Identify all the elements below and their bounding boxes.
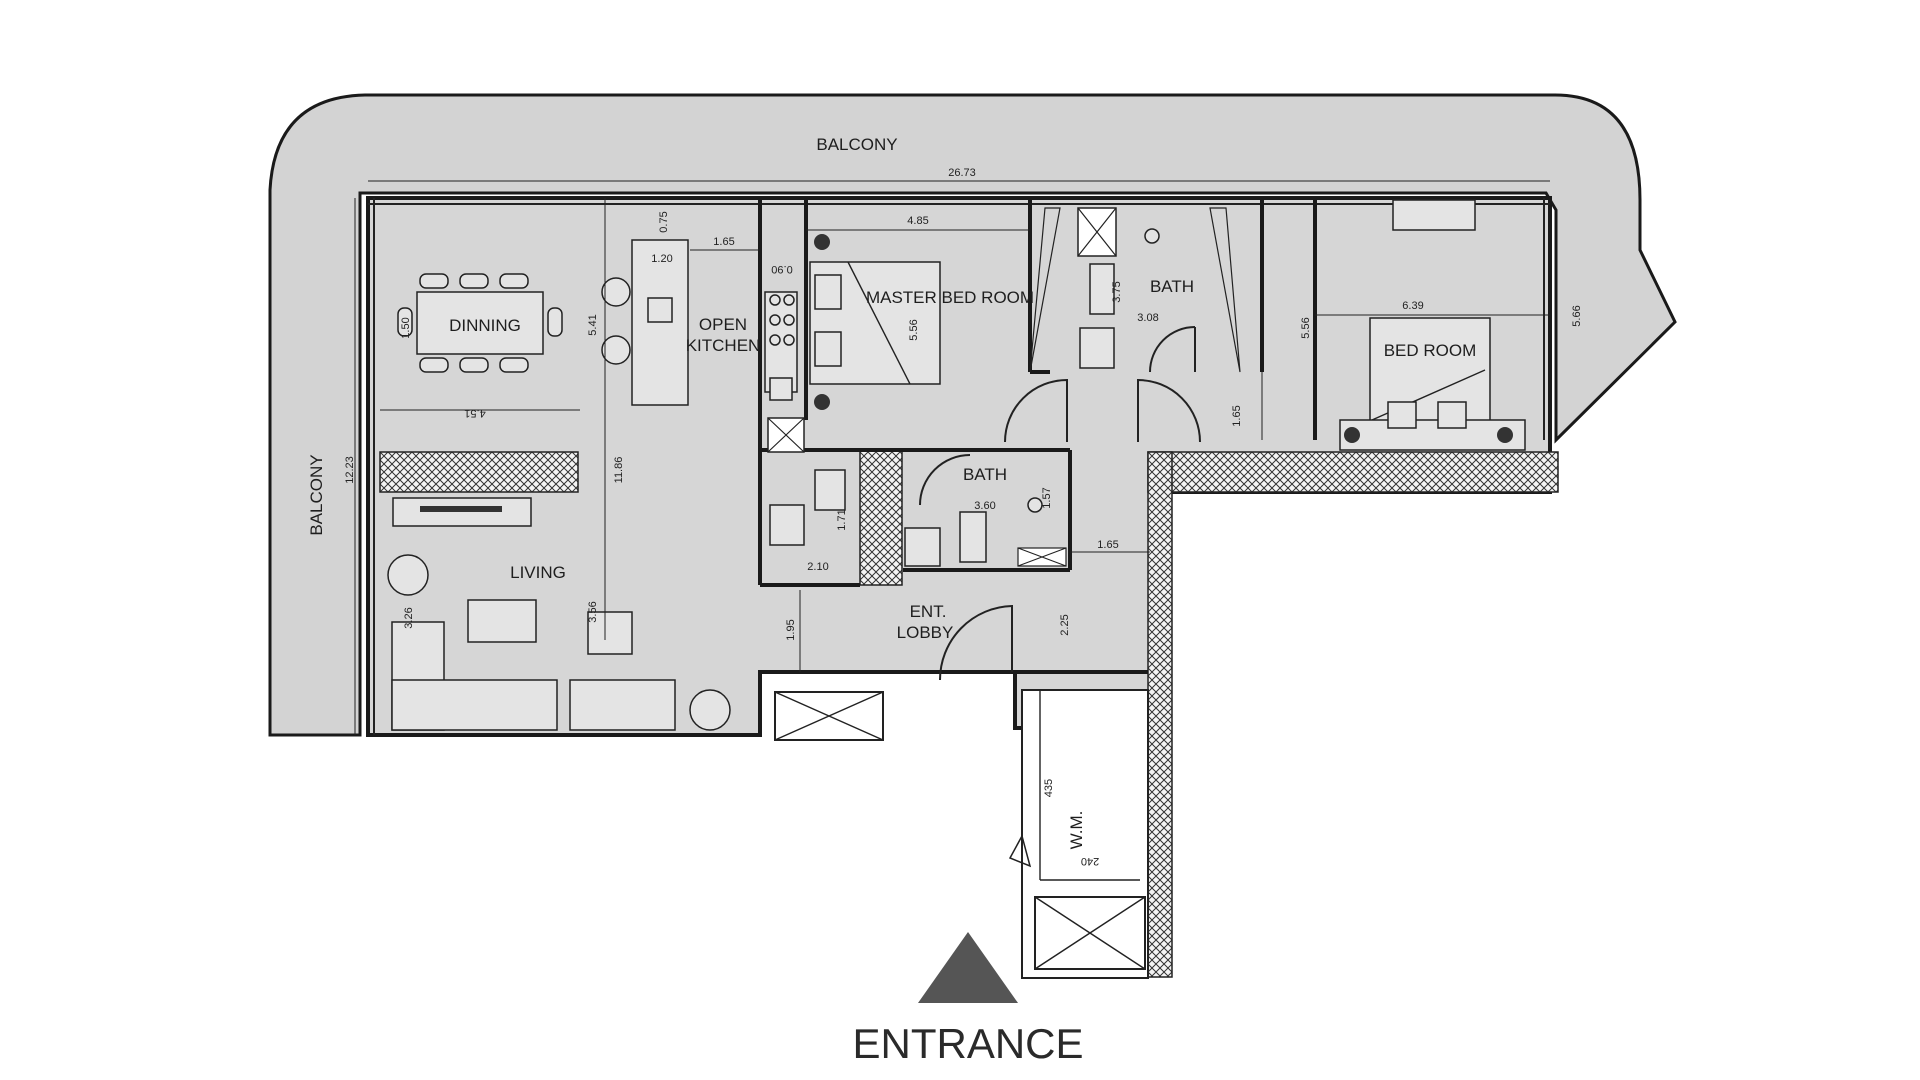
dim-master-width: 4.85 — [907, 215, 928, 227]
room-label-balcony-top: BALCONY — [816, 135, 897, 154]
dim-kitchen-width: 1.65 — [713, 236, 734, 248]
master-bed — [809, 234, 941, 410]
dining-table — [397, 273, 563, 373]
wm-corridor — [1008, 689, 1149, 979]
bedroom-bed — [1339, 199, 1526, 451]
room-label-bedroom: BED ROOM — [1384, 341, 1477, 360]
dim-chair-w: 3.56 — [587, 601, 599, 622]
room-label-open-kitchen-2: KITCHEN — [686, 336, 761, 355]
bath-top-fixtures — [1029, 207, 1241, 373]
dim-bath-h: 3.08 — [1137, 312, 1158, 324]
dim-bath2-small: 1.57 — [1041, 487, 1053, 508]
dim-bath2-width: 3.60 — [974, 500, 995, 512]
room-label-ent-lobby-1: ENT. — [910, 602, 947, 621]
dim-overall-height: 12.23 — [344, 456, 356, 484]
dim-kitchen-depth: 0.75 — [658, 211, 670, 232]
hatched-wall-living — [379, 451, 579, 493]
dim-lobby-height: 1.95 — [785, 619, 797, 640]
room-label-dining: DINNING — [449, 316, 521, 335]
door-swings — [919, 326, 1201, 681]
dim-kitchen-counter: 1.20 — [651, 253, 672, 265]
dim-sofa-depth: 3.26 — [403, 607, 415, 628]
room-label-wm: W.M. — [1067, 811, 1086, 850]
room-label-bath-middle: BATH — [963, 465, 1007, 484]
dim-dining-height: 5.41 — [587, 314, 599, 335]
dim-wm-height: 435 — [1043, 779, 1055, 797]
dim-small-bath-w: 2.10 — [807, 561, 828, 573]
room-label-bath-top: BATH — [1150, 277, 1194, 296]
dim-master-height: 5.56 — [908, 319, 920, 340]
dim-small-bath-h: 1.71 — [836, 509, 848, 530]
hatched-wall-right — [1147, 451, 1559, 493]
dim-kitchen-small: 0.90 — [771, 263, 792, 275]
dim-right-height: 5.66 — [1571, 305, 1583, 326]
dimension-lines — [354, 180, 1550, 735]
room-label-master-bedroom: MASTER BED ROOM — [866, 288, 1034, 307]
dim-bath-w: 3.75 — [1111, 281, 1123, 302]
dim-bedroom-width: 6.39 — [1402, 300, 1423, 312]
bath-middle-fixtures — [769, 469, 1043, 567]
interior-walls — [758, 198, 1317, 674]
dim-living-height: 11.86 — [613, 457, 625, 484]
living-furniture — [387, 497, 731, 731]
entrance-label: ENTRANCE — [852, 1020, 1083, 1067]
room-label-open-kitchen-1: OPEN — [699, 315, 747, 334]
balcony-area — [268, 93, 1677, 737]
dim-wm-width: 240 — [1081, 855, 1099, 867]
dim-corridor: 1.65 — [1231, 405, 1243, 426]
dim-dining-width: 4.51 — [464, 407, 485, 419]
dim-corridor-lower: 1.65 — [1097, 539, 1118, 551]
kitchen-island — [601, 239, 798, 406]
shaft-boxes — [767, 207, 1117, 741]
dim-dining-table: 1.50 — [400, 317, 412, 338]
room-label-balcony-left: BALCONY — [307, 454, 326, 535]
entrance-arrow-icon — [918, 932, 1018, 1003]
hatched-wall-vertical — [1147, 451, 1173, 978]
room-label-ent-lobby-2: LOBBY — [897, 623, 954, 642]
dim-bedroom-height: 5.56 — [1300, 317, 1312, 338]
room-label-living: LIVING — [510, 563, 566, 582]
dim-lobby-right: 2.25 — [1059, 614, 1071, 635]
hatched-wall-core — [859, 449, 903, 586]
dim-overall-width: 26.73 — [948, 167, 976, 179]
